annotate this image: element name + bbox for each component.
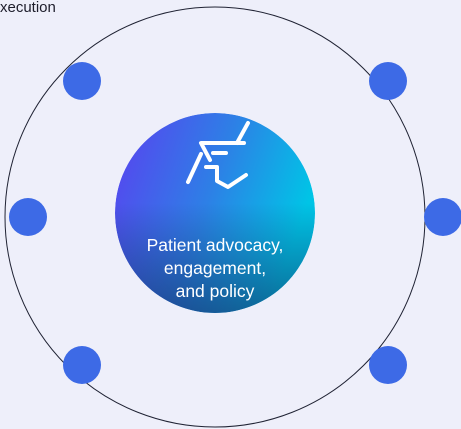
center-title-line-3: and policy xyxy=(175,281,255,301)
center-title-line-1: Patient advocacy, xyxy=(146,235,284,255)
orbit-node-bottom-left xyxy=(63,346,101,384)
handshake-icon xyxy=(186,121,250,189)
center-title-line-2: engagement, xyxy=(163,258,267,278)
orbit-node-top-left xyxy=(63,62,101,100)
center-hub xyxy=(115,113,315,313)
center-title: Patient advocacy, engagement, and policy xyxy=(130,234,300,303)
orbit-node-left xyxy=(9,198,47,236)
orbit-node-right xyxy=(424,198,461,236)
cropped-heading: xecution xyxy=(0,0,56,16)
orbit-node-bottom-right xyxy=(369,346,407,384)
orbit-node-top-right xyxy=(369,62,407,100)
